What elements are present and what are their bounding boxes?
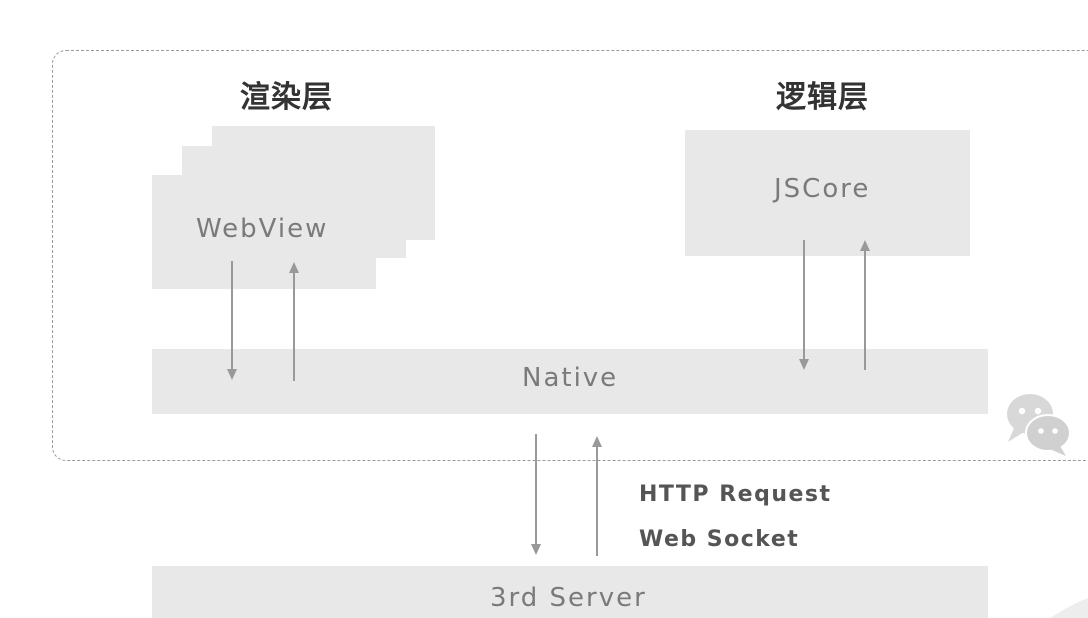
server-label: 3rd Server (490, 583, 647, 613)
logic-layer-title: 逻辑层 (776, 80, 869, 115)
arrow-native-to-webview (289, 262, 299, 381)
webview-box (152, 175, 376, 289)
native-label: Native (522, 363, 619, 393)
server-box (152, 566, 988, 618)
arrow-jscore-to-native (799, 240, 809, 370)
protocol-label-http: HTTP Request (639, 482, 832, 507)
container-boundary (52, 50, 1088, 461)
jscore-box (685, 130, 970, 256)
corner-decoration (1050, 598, 1088, 618)
jscore-label: JSCore (774, 174, 871, 204)
protocol-label-websocket: Web Socket (639, 527, 800, 552)
webview-label: WebView (196, 214, 329, 244)
arrow-native-to-jscore (860, 240, 870, 370)
arrow-native-to-server (531, 434, 541, 555)
wechat-icon (1007, 394, 1071, 456)
render-layer-title: 渲染层 (240, 80, 333, 115)
arrow-server-to-native (592, 436, 602, 556)
native-box (152, 349, 988, 414)
arrow-webview-to-native (227, 261, 237, 380)
